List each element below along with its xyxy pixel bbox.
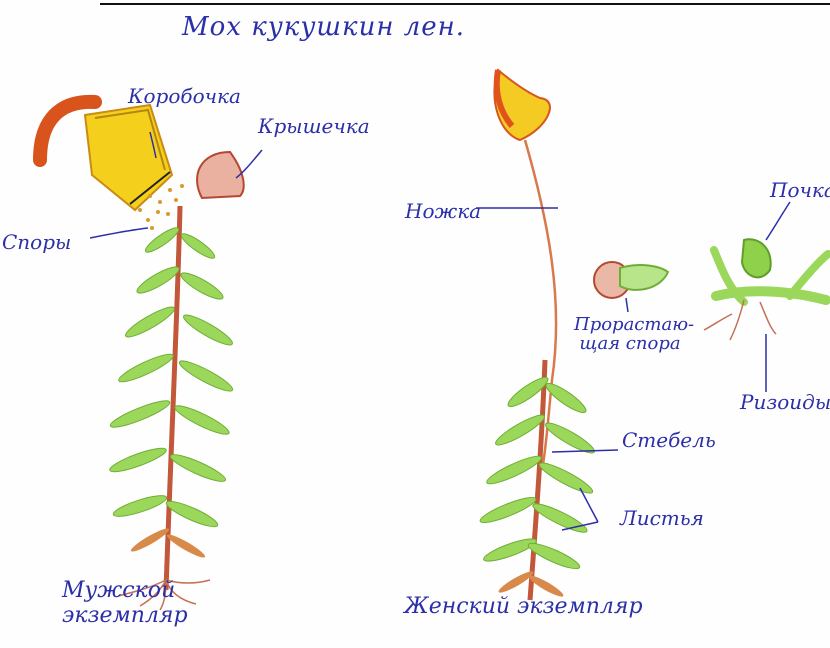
label-bud: Почка bbox=[770, 180, 830, 200]
lid bbox=[197, 152, 244, 198]
label-male-specimen: Мужской экземпляр bbox=[62, 578, 252, 629]
label-stem: Стебель bbox=[622, 430, 716, 450]
stem-male bbox=[166, 206, 180, 590]
label-female-specimen: Женский экземпляр bbox=[404, 596, 643, 618]
protonema bbox=[704, 239, 828, 340]
label-spores: Споры bbox=[2, 232, 71, 252]
label-seta: Ножка bbox=[405, 201, 481, 221]
label-leaves: Листья bbox=[620, 508, 704, 528]
label-germinating-spore: Прорастаю- щая спора bbox=[574, 316, 686, 354]
label-rhizoids: Ризоиды bbox=[740, 392, 830, 412]
germinating-spore bbox=[594, 262, 668, 298]
label-capsule: Коробочка bbox=[128, 86, 241, 106]
diagram-title: Мох кукушкин лен. bbox=[182, 14, 465, 40]
label-lid: Крышечка bbox=[258, 116, 370, 136]
capsule-male bbox=[40, 102, 172, 210]
